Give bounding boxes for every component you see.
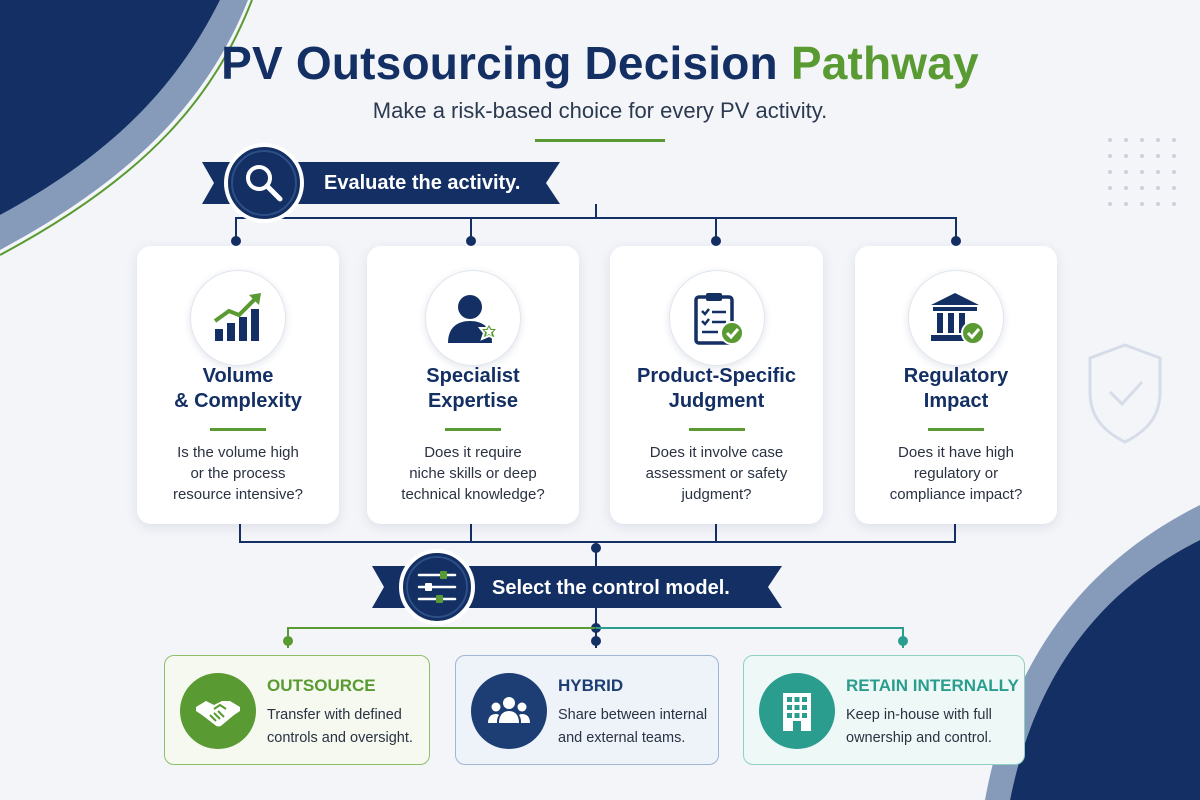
page-subtitle: Make a risk-based choice for every PV ac… [372,98,828,123]
clipboard-check-icon [693,293,744,345]
option-retain-internally: RETAIN INTERNALLY Keep in-house with ful… [743,655,1025,765]
page-title: PV Outsourcing Decision Pathway [221,37,979,89]
office-building-icon [783,693,811,731]
step1-banner-label: Evaluate the activity. [324,172,521,194]
subtitle-divider [535,139,665,142]
criteria-title: Volume& Complexity [174,365,302,412]
option-label: HYBRID [558,676,624,695]
option-label: RETAIN INTERNALLY [846,676,1019,695]
expert-person-icon [448,295,501,343]
step2-banner-label: Select the control model. [492,577,730,599]
team-icon [488,697,530,723]
sliders-icon [399,549,475,625]
magnifier-icon [224,143,304,223]
option-label: OUTSOURCE [267,676,376,695]
growth-chart-icon [213,293,261,341]
handshake-icon [196,701,240,727]
regulatory-building-icon [931,293,985,345]
